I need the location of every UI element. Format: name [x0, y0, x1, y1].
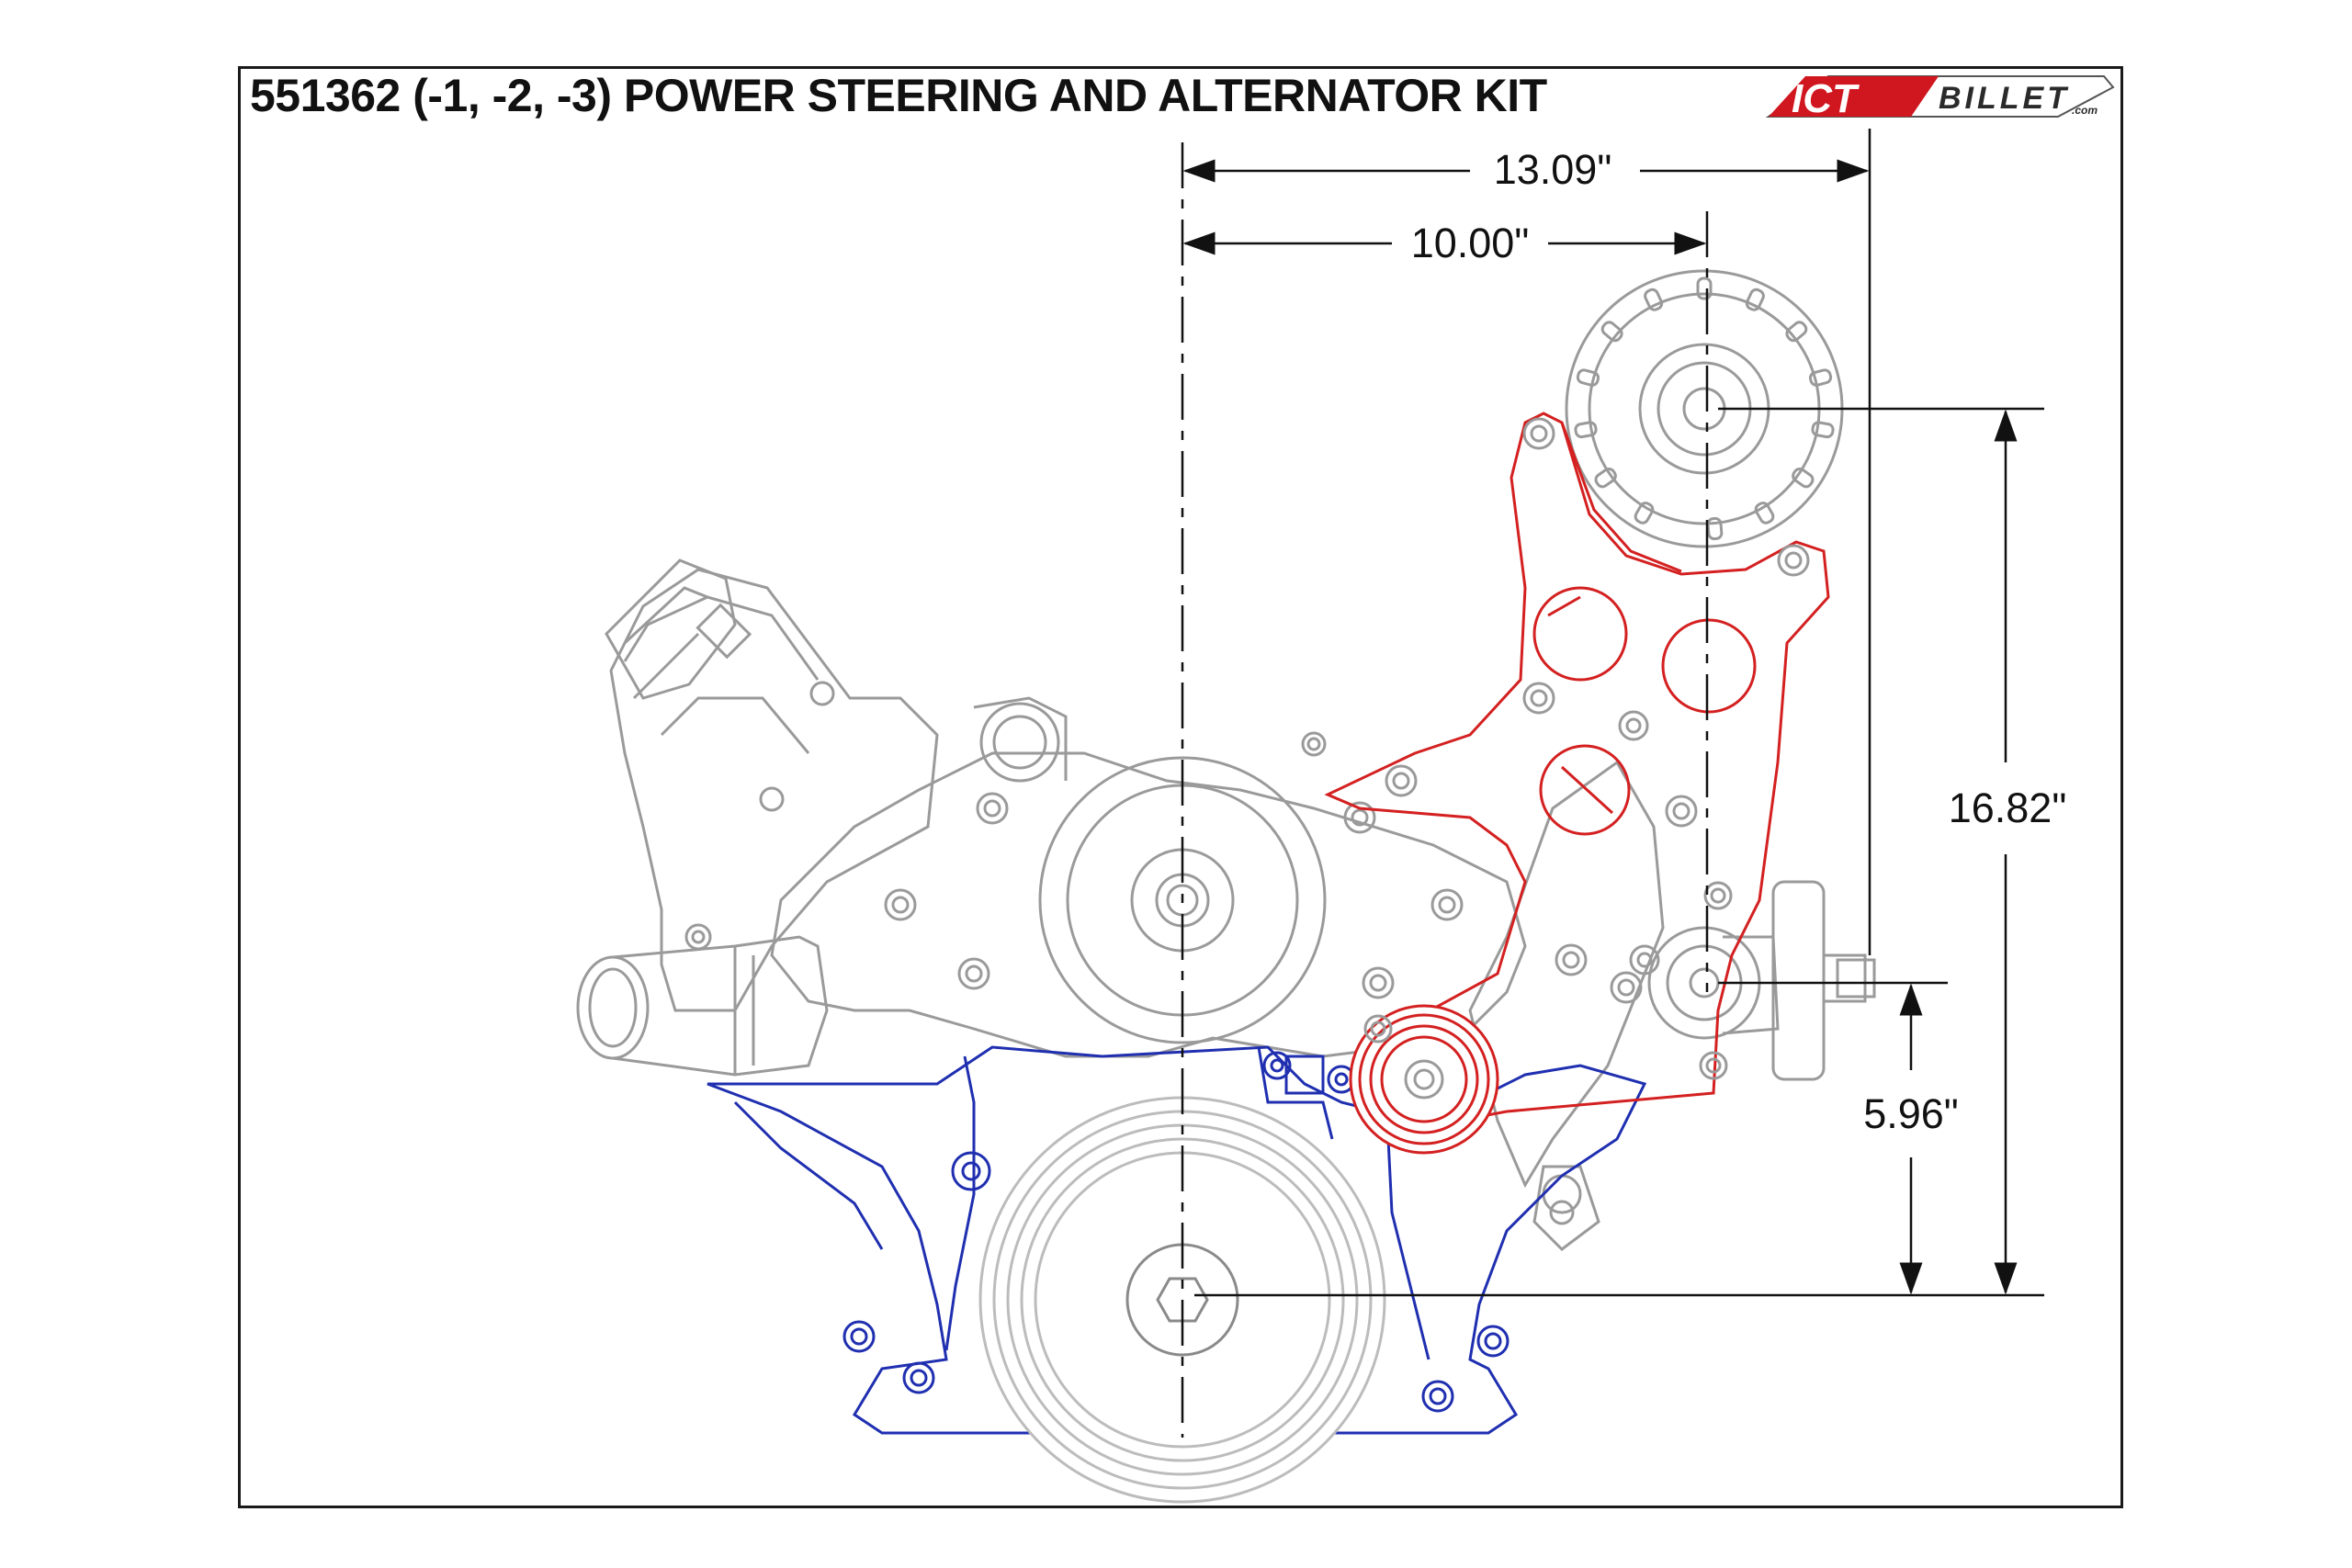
dimension-lower-height: 5.96" [1863, 1090, 1959, 1137]
dimension-overall-height: 16.82" [1949, 784, 2067, 831]
logo-suffix-text: .com [2072, 104, 2098, 117]
drawing-frame [238, 66, 2123, 1508]
dimension-overall-width: 13.09" [1494, 146, 1612, 193]
logo-brand-text: ICT [1792, 76, 1860, 121]
drawing-title: 551362 (-1, -2, -3) POWER STEERING AND A… [250, 70, 1547, 121]
tensioner-assembly [1647, 880, 1876, 1081]
dimension-pulley-width: 10.00" [1411, 220, 1530, 266]
bracket [1324, 412, 1830, 1155]
logo-sub-text: BILLET [1939, 81, 2070, 116]
bracket-bolts [1363, 417, 1810, 1080]
dimension-lines [1181, 129, 2044, 1438]
ict-billet-logo: ICT BILLET .com [1765, 75, 2115, 121]
